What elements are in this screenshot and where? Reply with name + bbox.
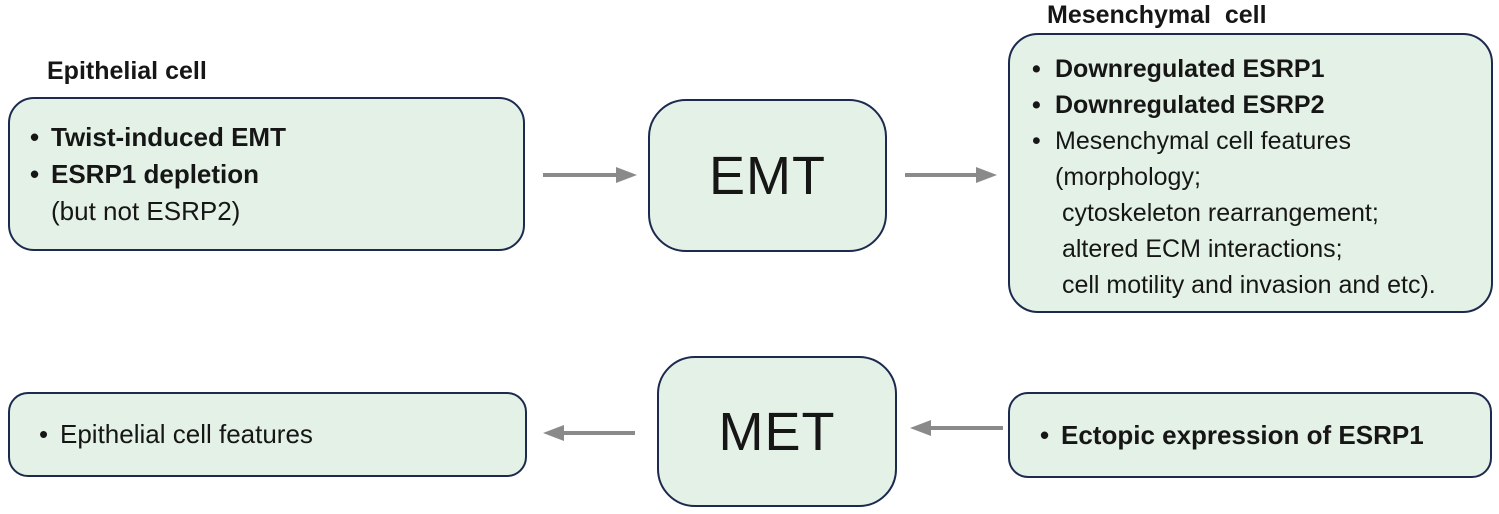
bullet-text: altered ECM interactions; bbox=[1055, 235, 1343, 263]
bullet-line: altered ECM interactions; bbox=[1032, 231, 1483, 267]
bullet-line: • Mesenchymal cell features bbox=[1032, 123, 1483, 159]
bullet-line: (morphology; bbox=[1032, 159, 1483, 195]
bullet-text: Downregulated ESRP1 bbox=[1055, 55, 1325, 83]
bullet-line: cell motility and invasion and etc). bbox=[1032, 267, 1483, 303]
bullet-line: • Ectopic expression of ESRP1 bbox=[1040, 417, 1482, 454]
bullet-text: Ectopic expression of ESRP1 bbox=[1061, 419, 1424, 450]
epithelial-features-box: • Epithelial cell features bbox=[8, 392, 527, 477]
bullet-glyph bbox=[1032, 159, 1055, 195]
bullet-text: cell motility and invasion and etc). bbox=[1055, 271, 1436, 299]
arrow-right-icon bbox=[543, 167, 637, 183]
bullet-glyph: • bbox=[30, 121, 40, 152]
mesenchymal-cell-title: Mesenchymal cell bbox=[1047, 1, 1267, 29]
emt-process-node: EMT bbox=[648, 99, 887, 252]
arrow-left-icon bbox=[543, 425, 635, 441]
epithelial-cell-title: Epithelial cell bbox=[47, 57, 207, 85]
bullet-glyph: • bbox=[1032, 55, 1041, 83]
bullet-glyph bbox=[1032, 195, 1055, 231]
bullet-glyph: • bbox=[1032, 127, 1041, 155]
bullet-line: • ESRP1 depletion bbox=[30, 156, 515, 193]
bullet-glyph: • bbox=[1032, 91, 1041, 119]
met-label: MET bbox=[718, 401, 836, 462]
bullet-text: cytoskeleton rearrangement; bbox=[1055, 199, 1379, 227]
bullet-list: • Twist-induced EMT • ESRP1 depletion (b… bbox=[30, 99, 515, 249]
bullet-glyph: • bbox=[39, 419, 49, 449]
bullet-line: cytoskeleton rearrangement; bbox=[1032, 195, 1483, 231]
emt-label: EMT bbox=[709, 145, 826, 206]
bullet-text: ESRP1 depletion bbox=[51, 158, 260, 189]
bullet-glyph bbox=[1032, 231, 1055, 267]
bullet-glyph: • bbox=[1040, 419, 1050, 450]
bullet-line: • Downregulated ESRP2 bbox=[1032, 87, 1483, 123]
epithelial-conditions-box: • Twist-induced EMT • ESRP1 depletion (b… bbox=[8, 97, 525, 251]
bullet-list: • Epithelial cell features bbox=[39, 394, 517, 475]
bullet-text: Mesenchymal cell features bbox=[1055, 127, 1351, 155]
arrow-right-icon bbox=[905, 167, 997, 183]
arrow-left-icon bbox=[910, 420, 1003, 436]
mesenchymal-outcomes-box: • Downregulated ESRP1 • Downregulated ES… bbox=[1008, 33, 1493, 313]
bullet-text: (morphology; bbox=[1055, 163, 1201, 191]
bullet-glyph: • bbox=[30, 158, 40, 189]
bullet-text: Twist-induced EMT bbox=[51, 121, 286, 152]
bullet-list: • Ectopic expression of ESRP1 bbox=[1040, 394, 1482, 476]
bullet-text: Downregulated ESRP2 bbox=[1055, 91, 1325, 119]
bullet-text: (but not ESRP2) bbox=[51, 195, 241, 226]
bullet-line: • Downregulated ESRP1 bbox=[1032, 51, 1483, 87]
ectopic-esrp1-box: • Ectopic expression of ESRP1 bbox=[1008, 392, 1492, 478]
met-process-node: MET bbox=[657, 356, 897, 507]
bullet-list: • Downregulated ESRP1 • Downregulated ES… bbox=[1032, 51, 1483, 311]
bullet-line: • Twist-induced EMT bbox=[30, 119, 515, 156]
bullet-line: (but not ESRP2) bbox=[30, 193, 515, 230]
bullet-glyph bbox=[1032, 267, 1055, 303]
bullet-line: • Epithelial cell features bbox=[39, 416, 517, 453]
bullet-text: Epithelial cell features bbox=[60, 419, 313, 449]
bullet-glyph bbox=[30, 193, 51, 230]
